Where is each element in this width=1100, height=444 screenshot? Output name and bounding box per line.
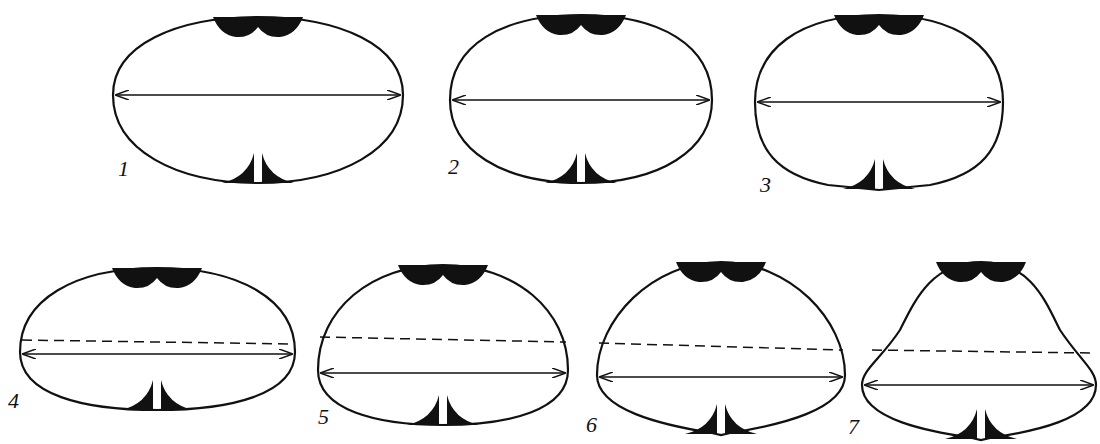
figure-number: 1 xyxy=(118,158,129,180)
figure-number: 7 xyxy=(848,416,859,438)
figure-number: 5 xyxy=(318,406,329,428)
figure-number: 4 xyxy=(8,390,19,412)
figure-number: 3 xyxy=(760,174,771,196)
figure-number: 2 xyxy=(448,156,459,178)
figure-number: 6 xyxy=(586,414,597,436)
